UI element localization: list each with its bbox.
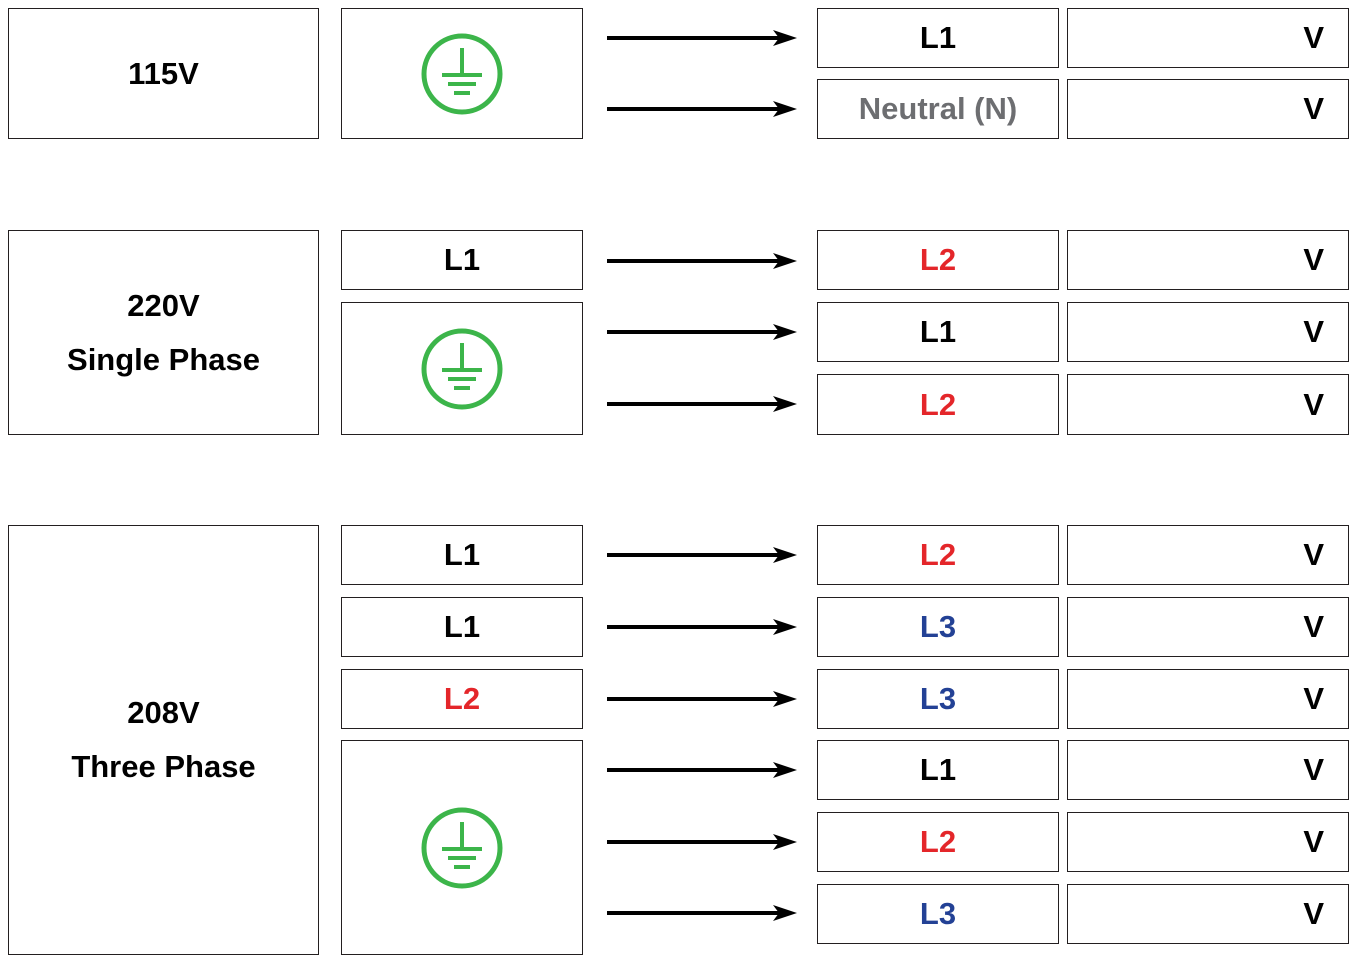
voltage-unit: V [1303,609,1324,644]
voltage-unit: V [1303,314,1324,349]
voltage-value-cell: V [1067,230,1349,290]
source-line-label: L1 [443,537,481,572]
section-220v-label: 220V Single Phase [8,230,319,435]
target-line-label: Neutral (N) [858,91,1018,126]
voltage-unit: V [1303,681,1324,716]
target-line-cell: L1 [817,740,1059,800]
target-line-label: L1 [919,314,957,349]
target-line-cell: L3 [817,669,1059,729]
right-arrow-icon [607,619,797,635]
source-line-label: L1 [443,609,481,644]
section-title: 115V [128,55,199,91]
section-208v-label: 208V Three Phase [8,525,319,955]
target-line-label: L2 [919,537,957,572]
section-subtitle: Three Phase [71,749,256,784]
target-line-label: L3 [919,896,957,931]
voltage-value-cell: V [1067,79,1349,139]
voltage-value-cell: V [1067,302,1349,362]
target-line-label: L2 [919,824,957,859]
target-line-cell: L1 [817,8,1059,68]
section-title: 208V [127,695,200,730]
target-line-label: L1 [919,752,957,787]
target-line-label: L2 [919,242,957,277]
source-line-box: L1 [341,230,583,290]
target-line-cell: L2 [817,525,1059,585]
target-line-cell: L2 [817,230,1059,290]
right-arrow-icon [607,691,797,707]
source-line-box: L2 [341,669,583,729]
voltage-unit: V [1303,91,1324,126]
target-line-label: L3 [919,609,957,644]
source-line-box: L1 [341,597,583,657]
section-subtitle: Single Phase [67,341,260,377]
voltage-value-cell: V [1067,740,1349,800]
target-line-cell: L1 [817,302,1059,362]
section-title: 220V [127,287,200,323]
right-arrow-icon [607,905,797,921]
voltage-value-cell: V [1067,8,1349,68]
target-line-cell: L2 [817,812,1059,872]
voltage-unit: V [1303,752,1324,787]
target-line-label: L2 [919,386,957,422]
voltage-value-cell: V [1067,812,1349,872]
source-ground-box [341,8,583,139]
voltage-unit: V [1303,386,1324,422]
source-line-box: L1 [341,525,583,585]
source-line-label: L1 [443,242,481,277]
voltage-unit: V [1303,20,1324,55]
target-line-cell: Neutral (N) [817,79,1059,139]
right-arrow-icon [607,101,797,117]
right-arrow-icon [607,547,797,563]
voltage-value-cell: V [1067,669,1349,729]
voltage-value-cell: V [1067,374,1349,435]
target-line-label: L3 [919,681,957,716]
source-line-label: L2 [443,681,481,716]
ground-symbol-icon [421,33,503,114]
right-arrow-icon [607,396,797,412]
target-line-cell: L3 [817,597,1059,657]
ground-symbol-icon [421,328,503,409]
target-line-cell: L2 [817,374,1059,435]
voltage-unit: V [1303,896,1324,931]
right-arrow-icon [607,324,797,340]
target-line-label: L1 [919,20,957,55]
ground-symbol-icon [421,807,503,888]
target-line-cell: L3 [817,884,1059,944]
right-arrow-icon [607,762,797,778]
voltage-unit: V [1303,824,1324,859]
right-arrow-icon [607,30,797,46]
voltage-unit: V [1303,242,1324,277]
source-ground-box [341,302,583,435]
source-ground-box [341,740,583,955]
right-arrow-icon [607,834,797,850]
voltage-value-cell: V [1067,597,1349,657]
section-115v-label: 115V [8,8,319,139]
voltage-unit: V [1303,537,1324,572]
voltage-value-cell: V [1067,884,1349,944]
voltage-value-cell: V [1067,525,1349,585]
right-arrow-icon [607,253,797,269]
